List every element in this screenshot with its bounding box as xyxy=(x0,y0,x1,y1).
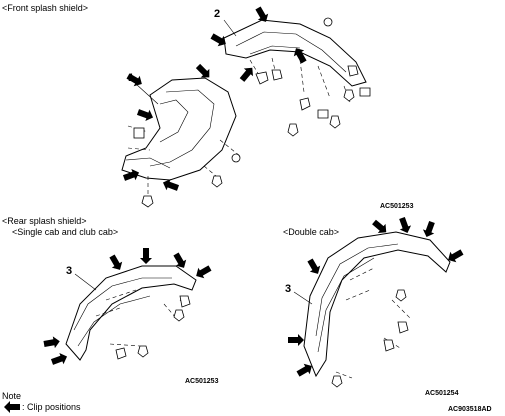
arrow-icon xyxy=(109,254,123,270)
arrow-icon xyxy=(255,6,269,22)
front-figure-code: AC501253 xyxy=(380,203,414,210)
double-cab-heading: <Double cab> xyxy=(283,227,340,237)
note-legend-text: : Clip positions xyxy=(22,402,81,412)
callout-1: 1 xyxy=(128,72,135,84)
arrow-icon xyxy=(448,249,464,263)
callout-leaders xyxy=(74,19,313,305)
arrow-icon xyxy=(43,336,60,349)
arrow-icon xyxy=(126,73,142,87)
arrow-icon xyxy=(140,248,152,264)
arrow-icon xyxy=(296,363,312,377)
arrow-icon xyxy=(173,252,187,268)
arrow-icon xyxy=(4,401,20,413)
arrow-icon xyxy=(136,109,154,122)
arrow-icon xyxy=(239,67,254,82)
arrow-icon xyxy=(372,219,387,234)
single-cab-heading: <Single cab and club cab> xyxy=(12,227,119,237)
arrow-icon xyxy=(162,178,180,191)
arrow-icon xyxy=(293,48,307,64)
front-splash-shield-heading: <Front splash shield> xyxy=(2,3,89,13)
arrow-icon xyxy=(196,265,212,279)
arrow-icon xyxy=(50,352,68,365)
front-shield-part-2 xyxy=(223,17,371,137)
arrow-icon xyxy=(288,334,304,346)
rear-shield-single-cab xyxy=(65,265,197,361)
note-title: Note xyxy=(2,391,22,401)
rear-shield-double-cab xyxy=(303,231,451,388)
rear-splash-shield-heading: <Rear splash shield> xyxy=(2,216,87,226)
arrow-icon xyxy=(307,258,321,274)
callout-3-single-cab: 3 xyxy=(66,265,73,277)
callout-3-double-cab: 3 xyxy=(285,283,292,295)
arrow-icon xyxy=(422,220,435,238)
clip-position-arrows xyxy=(43,6,464,377)
rear-left-figure-code: AC501253 xyxy=(185,378,219,385)
arrow-icon xyxy=(195,63,210,78)
page-figure-code: AC903518AD xyxy=(448,406,492,413)
front-shield-part-1 xyxy=(121,77,241,208)
arrow-icon xyxy=(122,168,140,181)
rear-right-figure-code: AC501254 xyxy=(425,390,459,397)
arrow-icon xyxy=(399,216,412,234)
arrow-icon xyxy=(210,33,226,47)
callout-2: 2 xyxy=(214,8,221,20)
